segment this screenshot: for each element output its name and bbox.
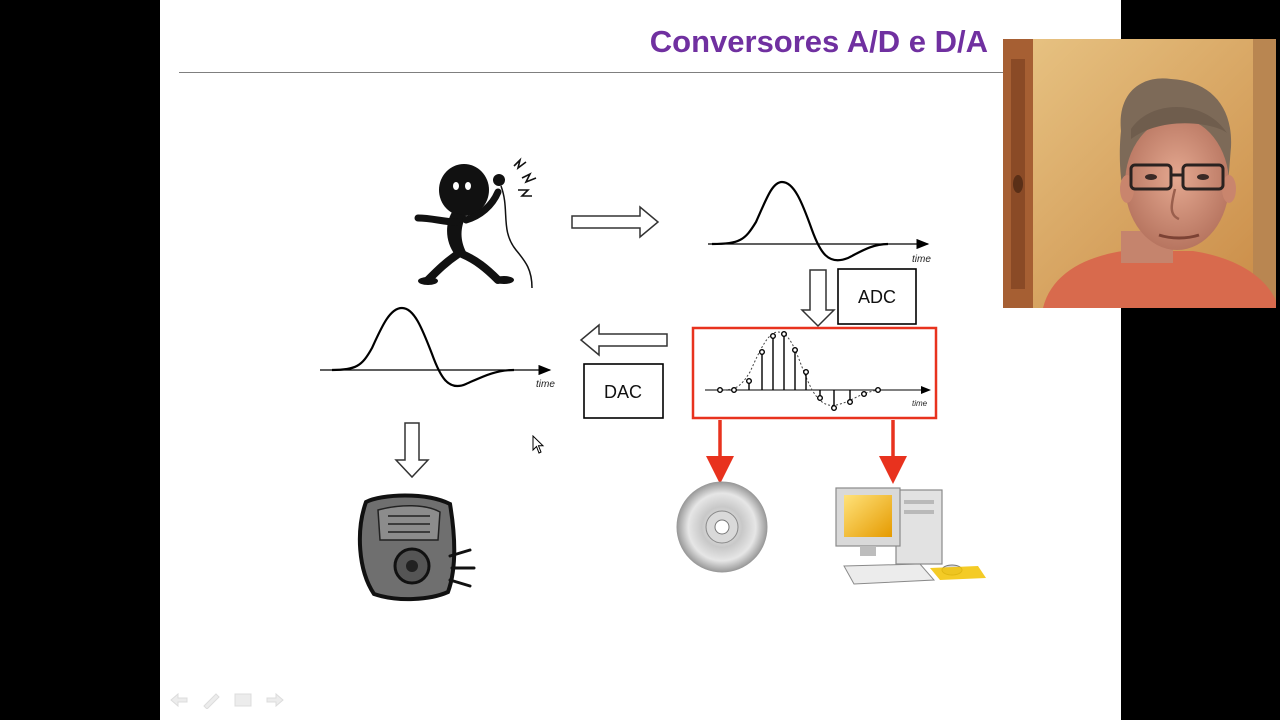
sampled-signal-graph: time [691,326,938,420]
down-arrow-icon [394,422,430,479]
previous-slide-button[interactable] [166,690,192,712]
sampled-signal-box [691,326,938,420]
time-axis-label: time [912,399,928,408]
time-axis-label: time [536,379,555,390]
pen-tool-button[interactable] [198,690,224,712]
slide-menu-button[interactable] [230,690,256,712]
speaker-icon [357,493,476,602]
computer-icon [835,487,986,585]
next-slide-button[interactable] [262,690,288,712]
webcam-video [1003,39,1276,308]
singer-icon [414,157,537,289]
dac-label: DAC [604,382,642,402]
adc-label: ADC [858,287,896,307]
adc-box [837,268,917,325]
menu-icon [234,693,252,706]
cd-icon [676,481,768,573]
down-arrow-icon [800,269,836,328]
conversion-diagram: time ADC time [320,157,986,602]
dac-box [583,363,664,419]
arrow-left-icon [170,692,188,707]
reconstructed-signal-graph: time [320,306,555,390]
mouse-cursor-icon [532,435,545,454]
arrow-right-icon [266,692,284,707]
slide-title: Conversores A/D e D/A [649,24,988,59]
time-axis-label: time [912,254,931,265]
presentation-slide: Conversores A/D e D/A [160,0,1121,720]
presenter-video-frame [1003,39,1276,308]
title-divider [179,72,1009,73]
right-arrow-icon [571,205,660,239]
analog-signal-graph: time [708,180,931,265]
left-arrow-icon [579,323,668,357]
pen-icon [203,692,220,710]
